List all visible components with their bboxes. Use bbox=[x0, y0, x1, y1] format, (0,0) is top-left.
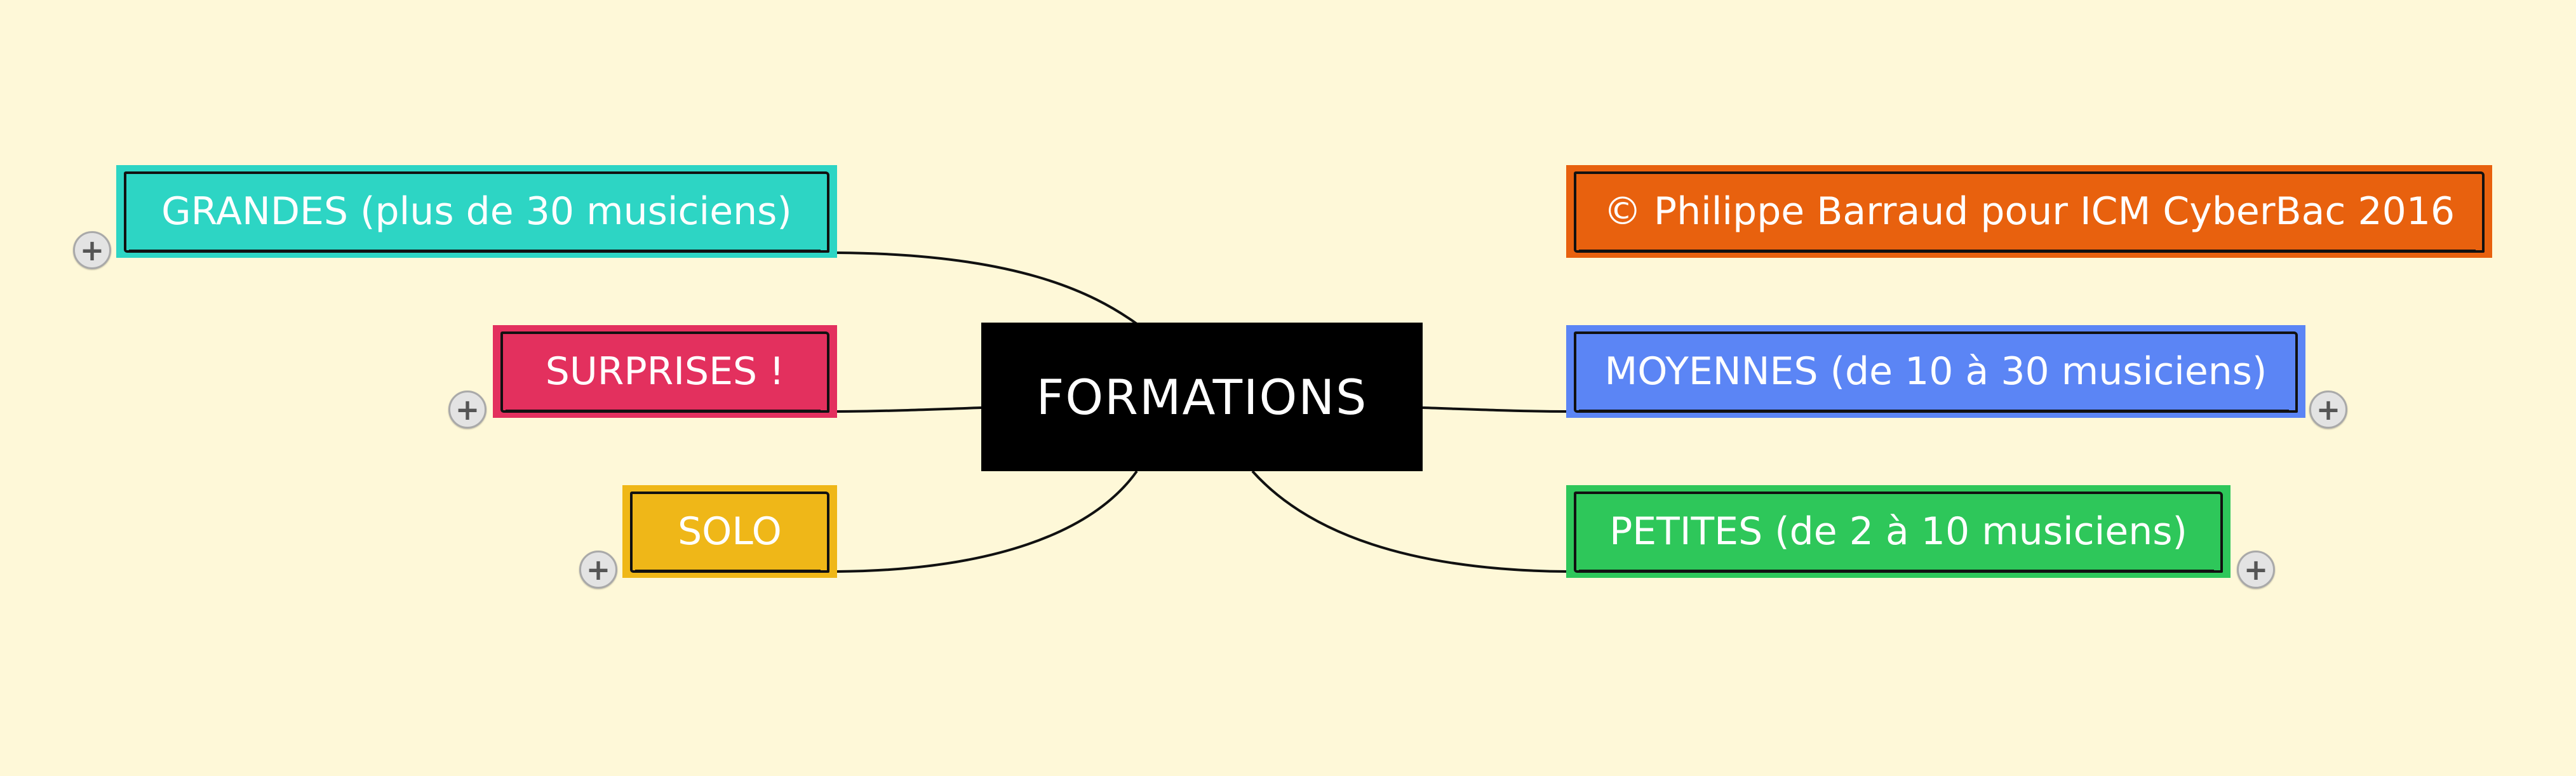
topic-copyright[interactable]: © Philippe Barraud pour ICM CyberBac 201… bbox=[1566, 165, 2492, 258]
expand-moyennes-button[interactable]: + bbox=[2309, 391, 2347, 429]
connector-petites bbox=[1251, 470, 1568, 573]
plus-icon: + bbox=[79, 233, 105, 267]
plus-icon: + bbox=[586, 552, 611, 587]
connector-moyennes bbox=[1422, 406, 1568, 413]
expand-grandes-button[interactable]: + bbox=[73, 231, 111, 269]
topic-label: GRANDES (plus de 30 musiciens) bbox=[161, 189, 792, 234]
plus-icon: + bbox=[455, 392, 480, 427]
topic-label: SURPRISES ! bbox=[545, 349, 785, 394]
expand-petites-button[interactable]: + bbox=[2237, 551, 2275, 589]
topic-label: PETITES (de 2 à 10 musiciens) bbox=[1609, 509, 2187, 554]
connector-grandes bbox=[836, 251, 1138, 325]
topic-petites[interactable]: PETITES (de 2 à 10 musiciens) bbox=[1566, 485, 2231, 578]
central-topic[interactable]: FORMATIONS bbox=[981, 323, 1423, 471]
topic-label: MOYENNES (de 10 à 30 musiciens) bbox=[1604, 349, 2267, 394]
connector-surprises bbox=[836, 406, 982, 413]
plus-icon: + bbox=[2243, 552, 2269, 587]
topic-surprises[interactable]: SURPRISES ! bbox=[493, 325, 837, 418]
topic-moyennes[interactable]: MOYENNES (de 10 à 30 musiciens) bbox=[1566, 325, 2305, 418]
expand-solo-button[interactable]: + bbox=[579, 551, 617, 589]
topic-label: © Philippe Barraud pour ICM CyberBac 201… bbox=[1603, 189, 2455, 234]
central-topic-label: FORMATIONS bbox=[1036, 368, 1368, 425]
plus-icon: + bbox=[2316, 392, 2341, 427]
topic-solo[interactable]: SOLO bbox=[622, 485, 837, 578]
expand-surprises-button[interactable]: + bbox=[448, 391, 486, 429]
connector-solo bbox=[836, 470, 1138, 573]
topic-label: SOLO bbox=[678, 509, 782, 554]
topic-grandes[interactable]: GRANDES (plus de 30 musiciens) bbox=[116, 165, 837, 258]
